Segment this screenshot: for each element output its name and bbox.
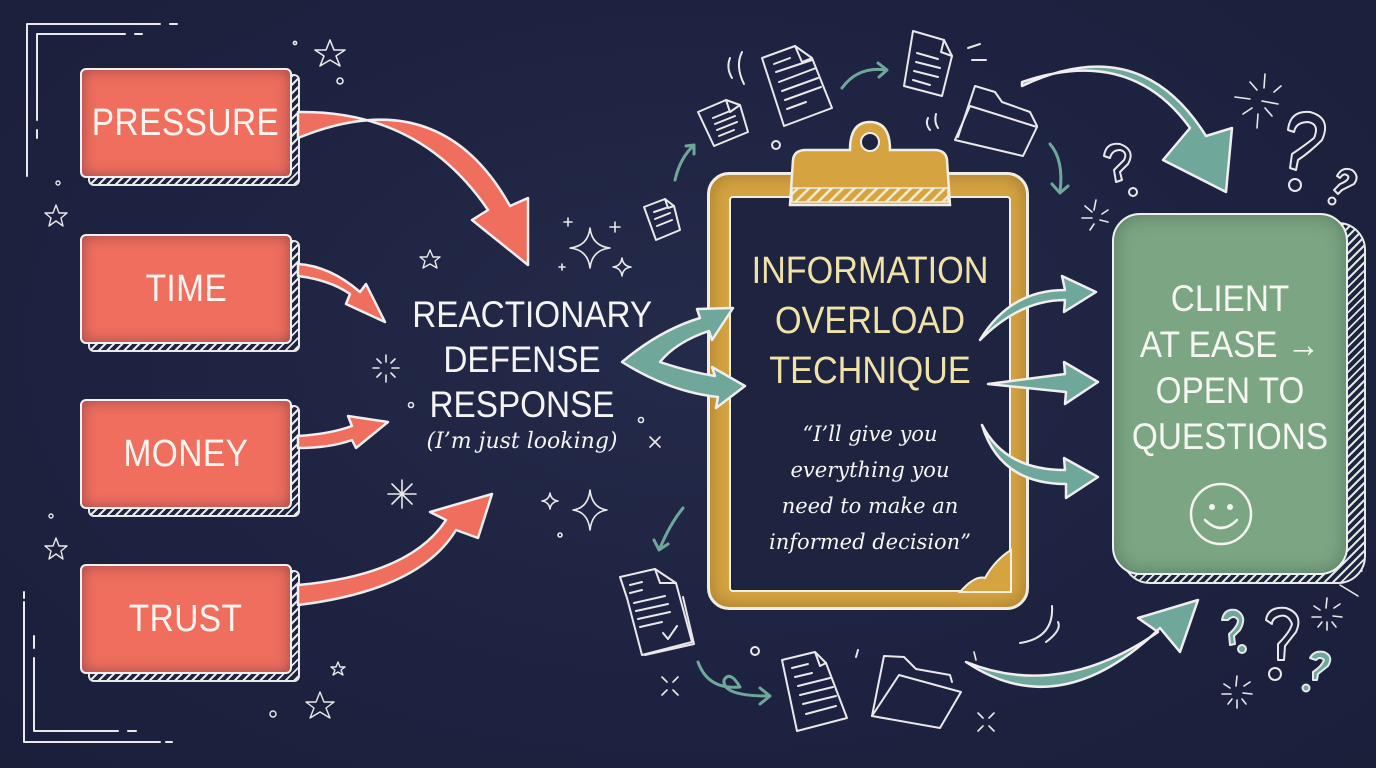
small-arrow-icon [1048,142,1070,195]
question-mark-icon [1265,606,1300,681]
arrow-pressure-icon [296,110,530,267]
small-arrow-icon [673,143,696,182]
factor-box-trust: TRUST [80,564,292,674]
technique-title-line: OVERLOAD [774,300,966,342]
arrow-out-mid-icon [986,360,1100,406]
response-title-line: REACTIONARY [412,294,653,335]
document-icon [643,198,681,241]
star-icon [269,661,346,719]
clipboard-clip-icon [788,120,952,207]
response-title-line: RESPONSE [429,384,615,425]
arrow-curve-bottom-icon [964,598,1200,688]
star-icon [292,39,346,85]
corner-bracket-top-left [26,23,178,177]
factor-label: MONEY [123,432,249,475]
folder-icon [925,85,1038,157]
document-icon [903,30,987,97]
quote-line: need to make an [781,494,959,518]
factor-label: TRUST [129,597,243,640]
factor-box-money: MONEY [80,399,292,509]
outcome-text: CLIENT AT EASE → OPEN TO QUESTIONS [1112,276,1348,460]
arrow-out-bottom-icon [980,423,1100,500]
technique-title-line: INFORMATION [751,250,989,292]
outcome-line: OPEN TO [1155,370,1305,411]
question-mark-icon [1301,650,1332,693]
folder-icon [855,649,962,729]
quote-line: everything you [790,458,950,482]
factor-label: PRESSURE [92,101,280,144]
document-icon [781,651,848,732]
technique-title-line: TECHNIQUE [769,350,971,392]
response-title: REACTIONARY DEFENSE RESPONSE [412,292,653,427]
arrow-money-icon [296,414,390,450]
factor-box-pressure: PRESSURE [80,68,292,178]
dot-icon [750,646,760,656]
arrow-out-top-icon [978,274,1098,342]
factor-label: TIME [145,267,227,310]
star-icon [419,249,441,269]
question-mark-icon [1103,142,1138,197]
technique-title: INFORMATION OVERLOAD TECHNIQUE [729,246,1011,396]
outcome-card [1112,213,1348,575]
question-mark-icon [1327,167,1358,206]
document-icon [697,99,749,147]
small-arrow-icon [696,660,772,706]
arrow-trust-icon [296,492,494,607]
sparkle-icon [372,354,661,538]
question-mark-icon [1221,608,1247,654]
outcome-line: CLIENT [1170,278,1290,319]
star-icon [44,180,68,227]
question-mark-icon [1287,110,1326,192]
checklist-document-icon [619,568,695,656]
response-title-line: DEFENSE [443,339,601,380]
small-arrow-icon [840,61,889,90]
quote-line: informed decision” [769,530,971,554]
sparkle-icon [1081,73,1282,231]
small-arrow-icon [652,506,685,552]
arrow-time-icon [296,262,387,324]
outcome-line: AT EASE → [1139,324,1321,365]
response-subtitle: (I’m just looking) [426,429,618,454]
sparkle-icon [1221,570,1363,709]
response-block: REACTIONARY DEFENSE RESPONSE (I’m just l… [400,292,653,454]
document-icon [727,45,833,127]
quote-line: “I’ll give you [802,422,938,446]
sparkle-icon [558,217,632,277]
arrow-split-icon [620,306,747,410]
sparkle-icon [661,651,995,732]
dot-icon [771,140,781,150]
outcome-line: QUESTIONS [1131,416,1329,457]
motion-lines-icon [1019,605,1060,644]
factor-box-time: TIME [80,234,292,344]
star-icon [44,513,68,560]
corner-bracket-bottom-left [23,591,173,743]
technique-quote: “I’ll give you everything you need to ma… [729,416,1011,560]
page-curl-icon [957,548,1012,593]
arrow-curve-top-icon [1020,65,1234,194]
smiley-icon [1189,482,1253,546]
